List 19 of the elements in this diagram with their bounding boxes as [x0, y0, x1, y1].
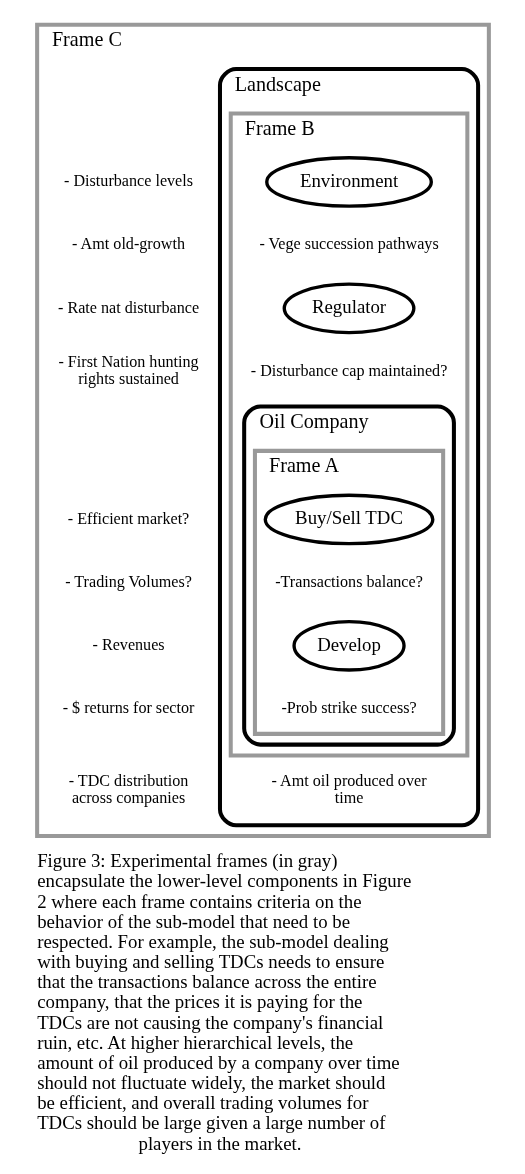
- label: - Rate nat disturbance: [57, 298, 199, 316]
- label: - Disturbance levels: [63, 172, 193, 190]
- label: - $ returns for sector: [62, 699, 194, 717]
- label: - Trading Volumes?: [64, 572, 192, 590]
- node-ellipse: Develop: [291, 619, 406, 672]
- caption: Figure 3: Experimental frames (in gray) encapsulate the lower-level components in Figure 2 where each frame contains criteria on the behavior of the sub-model that need to be respected. For example, the sub-model dealing with buying and selling TDCs needs to ensure that the transactions balance across the entire company, that the prices it is paying for the TDCs are not causing the company's financial ruin, etc. At higher hierarchical levels, the amount of oil produced by a company over time should not fluctuate widely, the market should be efficient, and overall trading volumes for TDCs should be large given a large number of players in the market.: [36, 850, 411, 1154]
- node-label: -Transactions balance?: [274, 572, 423, 590]
- node-label: -Prob strike success?: [280, 699, 417, 717]
- node-label: - Disturbance cap maintained?: [250, 361, 447, 379]
- node-ellipse: Buy/Sell TDC: [263, 493, 434, 546]
- label: - TDC distribution across companies: [68, 771, 188, 807]
- label: - First Nation hunting rights sustained: [57, 352, 199, 388]
- node-ellipse: Environment: [264, 156, 433, 208]
- node-label: - Vege succession pathways: [258, 235, 439, 253]
- label: - Amt oil produced over time: [271, 771, 427, 807]
- label: - Efficient market?: [67, 509, 189, 527]
- label: - Revenues: [92, 635, 165, 653]
- label: - Amt old-growth: [71, 235, 185, 253]
- node-ellipse: Regulator: [282, 282, 415, 335]
